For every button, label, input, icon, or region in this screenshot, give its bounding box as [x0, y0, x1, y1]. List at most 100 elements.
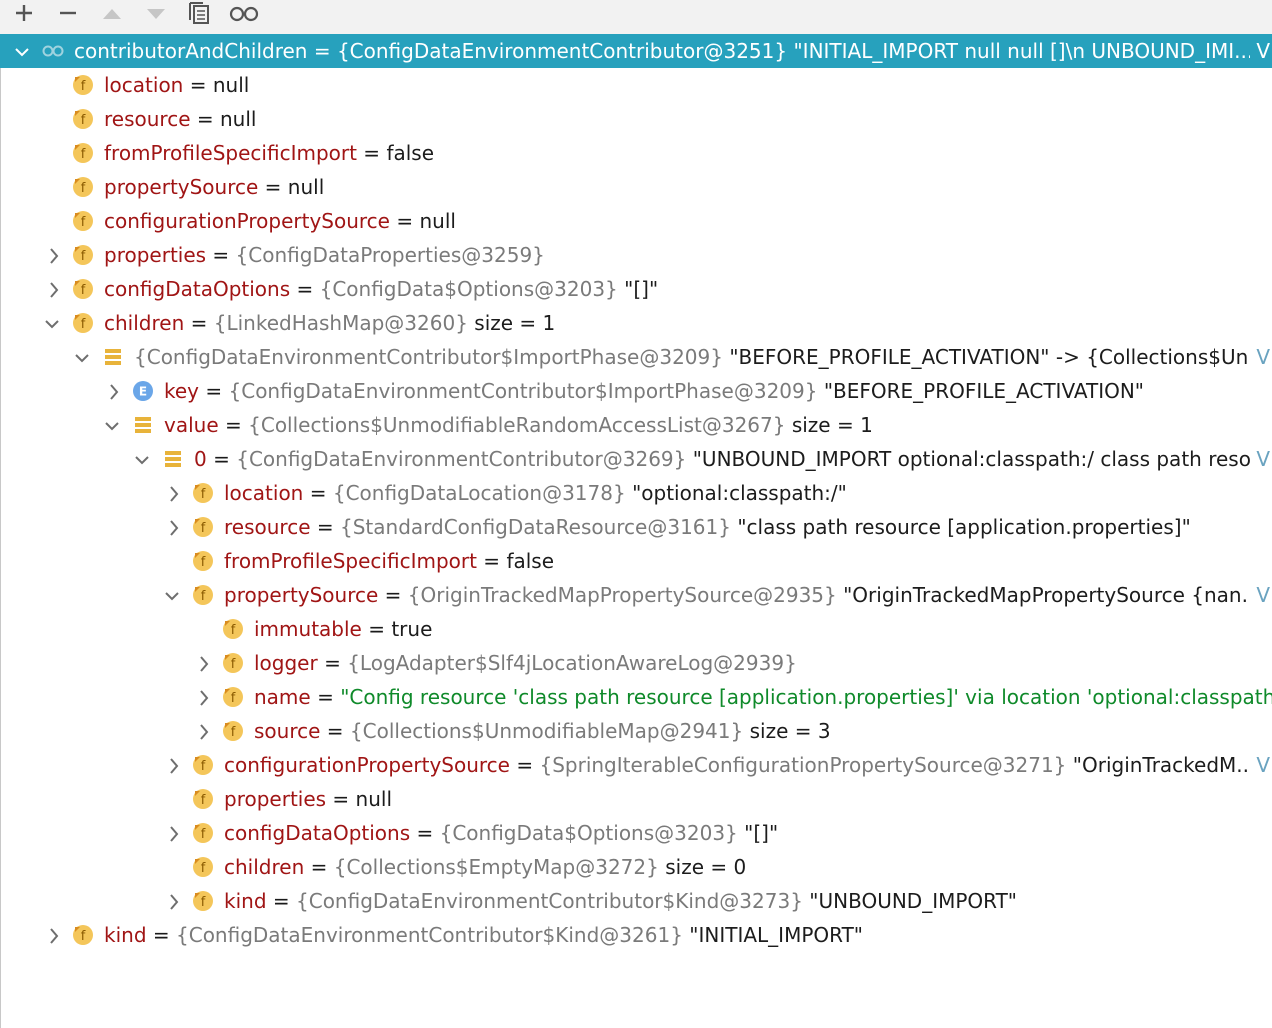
view-link[interactable]: V [1256, 345, 1270, 369]
expand-chevron-icon[interactable] [166, 892, 182, 910]
variable-name: location [224, 481, 304, 505]
equals-sign: = [317, 651, 348, 675]
field-icon: f [72, 244, 94, 266]
variable-name: children [224, 855, 305, 879]
variable-name: propertySource [224, 583, 379, 607]
expand-chevron-icon[interactable] [166, 824, 182, 842]
svg-text:f: f [81, 181, 86, 196]
svg-text:f: f [201, 487, 206, 502]
variable-name: configurationPropertySource [104, 209, 390, 233]
expand-chevron-icon[interactable] [106, 382, 122, 400]
node-label: logger = {LogAdapter$Slf4jLocationAwareL… [254, 646, 1272, 680]
variable-value: "[]" [737, 821, 779, 845]
variable-name: kind [104, 923, 147, 947]
move-down-icon[interactable] [142, 0, 172, 28]
equals-sign: = [183, 73, 213, 97]
expand-chevron-icon[interactable] [196, 688, 212, 706]
variable-value: null [287, 175, 325, 199]
svg-text:f: f [81, 249, 86, 264]
expand-chevron-icon[interactable] [196, 722, 212, 740]
view-link[interactable]: V [1256, 583, 1270, 607]
tree-row-selected[interactable]: contributorAndChildren = {ConfigDataEnvi… [0, 34, 1272, 68]
collapse-chevron-icon[interactable] [14, 42, 30, 60]
view-link[interactable]: V [1256, 39, 1270, 63]
variable-name: contributorAndChildren [74, 39, 308, 63]
variable-value: size = 3 [743, 719, 831, 743]
equals-sign: = [310, 515, 340, 539]
list-icon [102, 346, 124, 368]
svg-text:f: f [201, 793, 206, 808]
field-icon: f [192, 550, 214, 572]
collapse-chevron-icon[interactable] [104, 416, 120, 434]
object-type: {ConfigDataEnvironmentContributor$Import… [228, 379, 818, 403]
watch-icon[interactable] [228, 0, 262, 28]
variable-value: size = 1 [785, 413, 873, 437]
move-up-icon[interactable] [98, 0, 128, 28]
remove-icon[interactable] [54, 0, 84, 28]
equals-sign: = [199, 379, 229, 403]
svg-text:f: f [81, 283, 86, 298]
field-icon: f [72, 176, 94, 198]
variables-tree: contributorAndChildren = {ConfigDataEnvi… [0, 34, 1272, 1028]
variable-value: "optional:classpath:/" [625, 481, 847, 505]
expand-chevron-icon[interactable] [46, 246, 62, 264]
add-icon[interactable] [10, 0, 40, 28]
variable-name: source [254, 719, 321, 743]
tree-row[interactable]: value = {Collections$UnmodifiableRandomA… [0, 408, 1272, 442]
copy-icon[interactable] [186, 0, 216, 28]
expand-chevron-icon[interactable] [46, 280, 62, 298]
variable-name: propertySource [104, 175, 259, 199]
expand-chevron-icon[interactable] [166, 756, 182, 774]
tree-row[interactable]: {ConfigDataEnvironmentContributor$Import… [0, 340, 1272, 374]
tree-row[interactable]: f fromProfileSpecificImport = false [0, 136, 1272, 170]
equals-sign: = [510, 753, 540, 777]
tree-row[interactable]: f logger = {LogAdapter$Slf4jLocationAware… [0, 646, 1272, 680]
panel-border [0, 34, 1, 1028]
node-label: fromProfileSpecificImport = false [224, 544, 1272, 578]
tree-row[interactable]: 0 = {ConfigDataEnvironmentContributor@32… [0, 442, 1272, 476]
tree-row[interactable]: f fromProfileSpecificImport = false [0, 544, 1272, 578]
node-label: resource = null [104, 102, 1272, 136]
node-label: fromProfileSpecificImport = false [104, 136, 1272, 170]
variable-name: properties [224, 787, 327, 811]
field-icon: f [222, 686, 244, 708]
expand-chevron-icon[interactable] [46, 926, 62, 944]
collapse-chevron-icon[interactable] [74, 348, 90, 366]
collapse-chevron-icon[interactable] [164, 586, 180, 604]
expand-chevron-icon[interactable] [166, 518, 182, 536]
object-type: {Collections$UnmodifiableRandomAccessLis… [248, 413, 786, 437]
svg-text:f: f [81, 147, 86, 162]
field-icon: f [192, 856, 214, 878]
variable-name: fromProfileSpecificImport [104, 141, 357, 165]
expand-chevron-icon[interactable] [196, 654, 212, 672]
svg-text:f: f [231, 725, 236, 740]
object-type: {ConfigData$Options@3203} [319, 277, 618, 301]
expand-chevron-icon[interactable] [166, 484, 182, 502]
node-label: configurationPropertySource = null [104, 204, 1272, 238]
field-icon: f [222, 652, 244, 674]
collapse-chevron-icon[interactable] [44, 314, 60, 332]
collapse-chevron-icon[interactable] [134, 450, 150, 468]
view-link[interactable]: V [1256, 447, 1270, 471]
view-link[interactable]: V [1256, 753, 1270, 777]
